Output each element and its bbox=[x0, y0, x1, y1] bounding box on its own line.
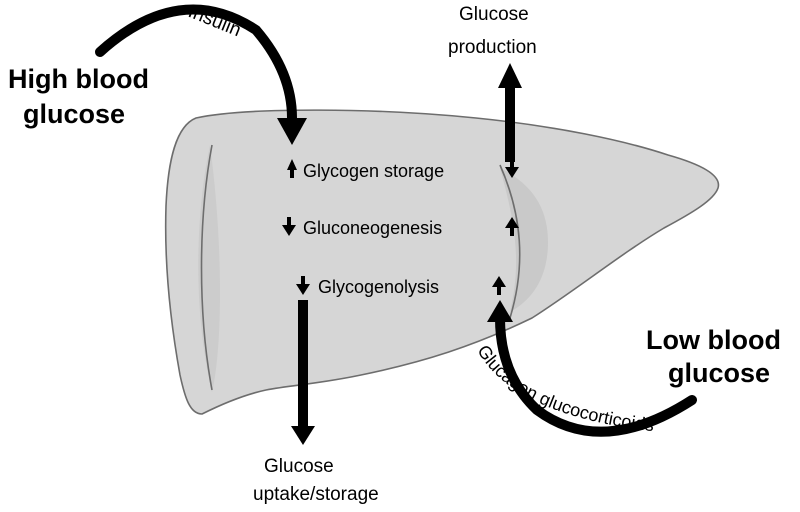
arrow-down-icon bbox=[505, 167, 519, 178]
liver-shape bbox=[165, 110, 719, 414]
low-glucose-label-line2: glucose bbox=[668, 358, 770, 388]
insulin-arrow bbox=[95, 4, 307, 145]
arrow-down-icon-stem bbox=[510, 159, 514, 168]
process-label-glycogenolysis: Glycogenolysis bbox=[318, 277, 439, 297]
arrow-up-icon-stem bbox=[510, 227, 514, 236]
glucose-uptake-arrow bbox=[291, 300, 315, 445]
process-row-glycogenolysis: Glycogenolysis bbox=[296, 276, 506, 297]
low-glucose-label-line1: Low blood bbox=[646, 325, 781, 355]
glucose-uptake-label-line1: Glucose bbox=[264, 456, 334, 477]
glucose-production-label-line2: production bbox=[448, 37, 537, 58]
process-label-gluconeogenesis: Gluconeogenesis bbox=[303, 218, 442, 238]
arrow-down-icon bbox=[282, 225, 296, 236]
arrow-up-icon-stem bbox=[497, 286, 501, 295]
arrow-up-icon bbox=[287, 159, 297, 170]
process-row-glycogen-storage: Glycogen storage bbox=[287, 159, 519, 181]
arrow-up-icon bbox=[505, 217, 519, 228]
liver-organ bbox=[164, 109, 720, 415]
glucose-production-arrow bbox=[498, 63, 522, 162]
process-row-gluconeogenesis: Gluconeogenesis bbox=[282, 217, 519, 238]
arrow-up-icon bbox=[492, 276, 506, 287]
arrow-down-icon-stem bbox=[301, 276, 305, 285]
process-label-glycogen-storage: Glycogen storage bbox=[303, 161, 444, 181]
arrow-down-icon bbox=[296, 284, 310, 295]
glucose-uptake-label-line2: uptake/storage bbox=[253, 484, 379, 505]
liver-lobe-shadow bbox=[500, 168, 548, 312]
high-glucose-label-line2: glucose bbox=[23, 99, 125, 129]
high-glucose-label-line1: High blood bbox=[8, 64, 149, 94]
arrow-up-icon-stem bbox=[290, 169, 294, 178]
liver-outline bbox=[164, 109, 720, 415]
glucagon-arrow bbox=[487, 300, 697, 437]
arrow-down-icon-stem bbox=[287, 217, 291, 226]
liver-inner-line bbox=[200, 144, 213, 391]
liver-lobe-line bbox=[499, 164, 521, 319]
glucose-production-label-line1: Glucose bbox=[459, 4, 529, 25]
